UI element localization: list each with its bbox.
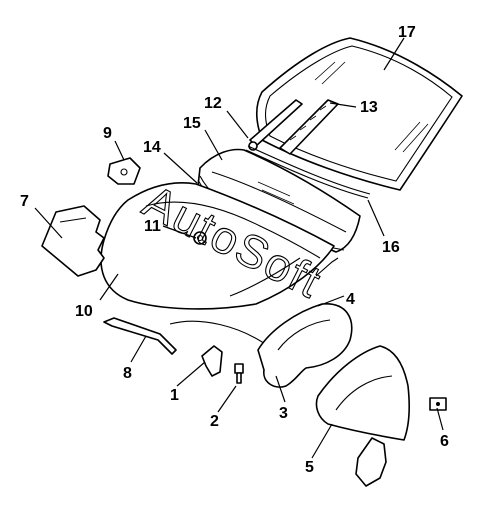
front-fender	[315, 345, 410, 441]
wheel-arch-liner	[257, 303, 353, 388]
hood-prop-rod	[103, 317, 177, 355]
hood-latch	[193, 231, 207, 245]
windshield-seal	[245, 145, 371, 199]
callout-2: 2	[210, 413, 219, 430]
retaining-clip	[429, 397, 447, 411]
hood	[100, 181, 335, 310]
callout-15: 15	[183, 115, 201, 132]
callout-11: 11	[144, 218, 161, 235]
leader-lines	[34, 37, 444, 459]
insulation-pad	[41, 205, 105, 277]
callout-13: 13	[360, 99, 378, 116]
callout-6: 6	[440, 433, 449, 450]
release-cable	[169, 257, 339, 347]
callout-5: 5	[305, 459, 314, 476]
callout-1: 1	[170, 387, 179, 404]
callout-3: 3	[279, 405, 288, 422]
callout-9: 9	[103, 125, 112, 142]
callout-17: 17	[398, 24, 416, 41]
latch-bracket	[201, 345, 223, 377]
callout-12: 12	[204, 95, 222, 112]
callout-14: 14	[143, 139, 161, 156]
callout-10: 10	[75, 303, 93, 320]
callout-8: 8	[123, 365, 132, 382]
mounting-bolt	[234, 363, 244, 384]
mud-flap	[355, 437, 387, 487]
callout-16: 16	[382, 239, 400, 256]
callout-4: 4	[346, 291, 355, 308]
hood-hinge	[107, 157, 141, 185]
callout-7: 7	[20, 193, 29, 210]
